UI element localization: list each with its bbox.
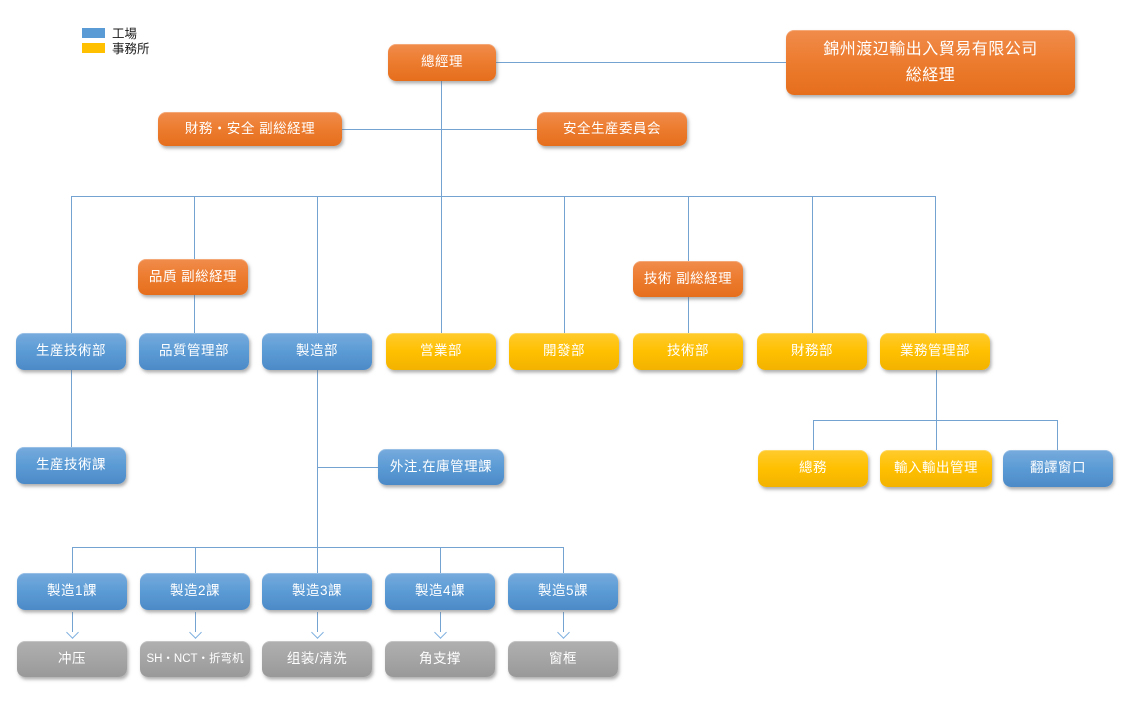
arrow-down-icon [189,626,202,639]
node-dept-finance: 財務部 [757,333,867,370]
arrow-down-icon [434,626,447,639]
connector-line [71,196,72,333]
node-process-window-frame: 窗框 [508,641,618,677]
connector-line [317,612,318,632]
connector-line [317,370,318,547]
connector-line [936,420,937,450]
legend-item-office: 事務所 [82,40,150,56]
node-tech-deputy-gm: 技術 副総経理 [633,261,743,297]
connector-line [1057,420,1058,450]
arrow-down-icon [66,626,79,639]
legend-label-factory: 工場 [112,27,138,41]
node-import-export-section: 輸入輸出管理 [880,450,992,487]
connector-line [71,370,72,447]
connector-line [317,467,378,468]
legend: 工場 事務所 [82,25,150,56]
connector-line [813,420,1057,421]
node-dept-business-mgmt: 業務管理部 [880,333,990,370]
connector-line [935,196,936,333]
node-process-stamping: 冲压 [17,641,127,677]
connector-line [72,547,73,573]
node-mfg-course-2: 製造2課 [140,573,250,610]
connector-line [195,547,196,573]
connector-line [72,612,73,632]
connector-line [195,612,196,632]
company-gm-title: 総経理 [905,66,956,84]
node-mfg-course-5: 製造5課 [508,573,618,610]
legend-label-office: 事務所 [112,42,150,56]
node-process-corner-support: 角支撑 [385,641,495,677]
node-production-tech-section: 生産技術課 [16,447,126,484]
node-dept-quality-mgmt: 品質管理部 [139,333,249,370]
connector-line [563,612,564,632]
node-finance-safety-deputy-gm: 財務・安全 副総経理 [158,112,342,146]
node-translation-window-section: 翻譯窗口 [1003,450,1113,487]
connector-line [936,370,937,420]
node-safety-production-committee: 安全生産委員会 [537,112,687,146]
connector-line [564,196,565,333]
node-dept-manufacturing: 製造部 [262,333,372,370]
node-dept-sales: 営業部 [386,333,496,370]
connector-line [440,547,441,573]
node-process-sh-nct-bending: SH・NCT・折弯机 [140,641,250,677]
connector-line [813,420,814,450]
connector-line [496,62,786,63]
node-dept-development: 開發部 [509,333,619,370]
node-quality-deputy-gm: 品貭 副総経理 [138,259,248,295]
arrow-down-icon [311,626,324,639]
connector-line [563,547,564,573]
company-name: 錦州渡辺輸出入貿易有限公司 [823,40,1038,58]
node-general-manager: 總經理 [388,44,496,81]
connector-line [342,129,537,130]
node-dept-technology: 技術部 [633,333,743,370]
connector-line [441,81,442,196]
arrow-down-icon [557,626,570,639]
connector-line [440,612,441,632]
connector-line [317,547,318,573]
node-process-assembly-cleaning: 组装/清洗 [262,641,372,677]
office-color-swatch [82,42,105,53]
node-outsourcing-inventory-section: 外注.在庫管理課 [378,449,504,485]
node-mfg-course-3: 製造3課 [262,573,372,610]
connector-line [441,196,442,333]
factory-color-swatch [82,27,105,38]
legend-item-factory: 工場 [82,25,150,41]
node-dept-production-tech: 生産技術部 [16,333,126,370]
node-mfg-course-4: 製造4課 [385,573,495,610]
node-company-general-manager: 錦州渡辺輸出入貿易有限公司 総経理 [786,30,1075,95]
node-general-affairs-section: 總務 [758,450,868,487]
connector-line [812,196,813,333]
node-mfg-course-1: 製造1課 [17,573,127,610]
connector-line [71,196,935,197]
connector-line [317,196,318,333]
